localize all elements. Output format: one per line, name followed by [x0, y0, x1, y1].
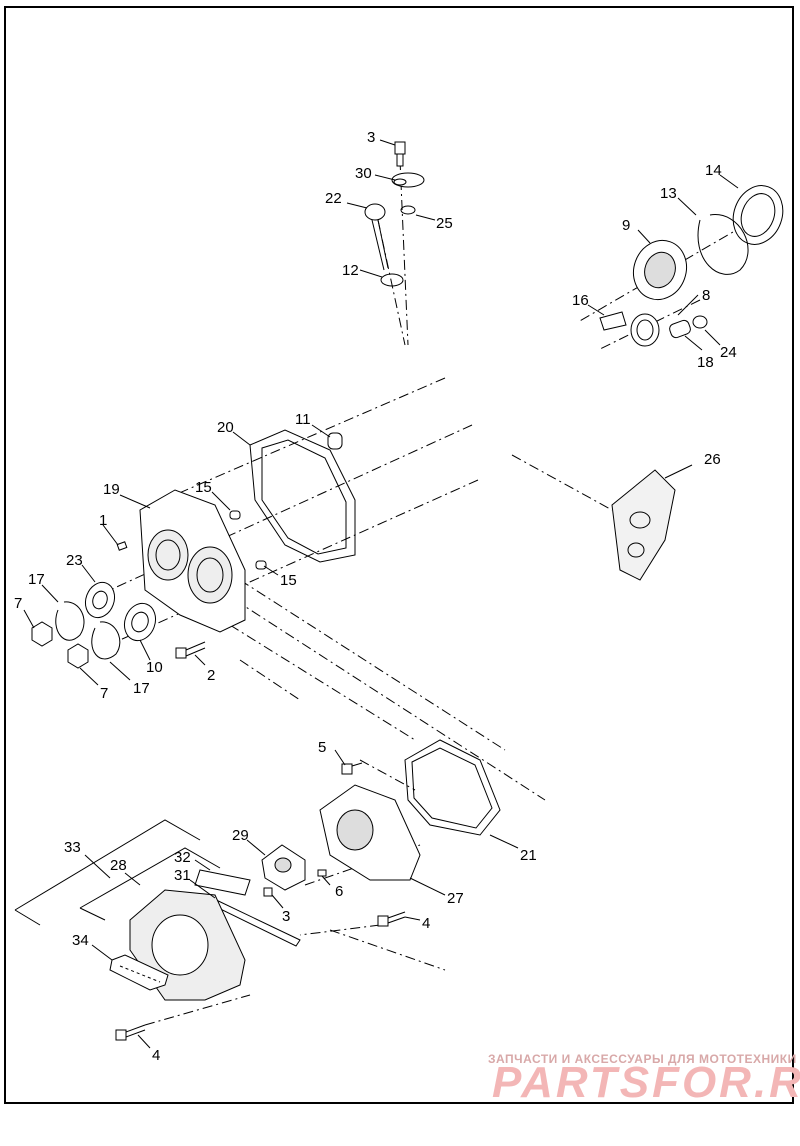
- callout-12: 12: [342, 262, 359, 279]
- part-gasket-26: [611, 469, 676, 581]
- part-bearing-8: [630, 313, 660, 347]
- callout-30: 30: [355, 165, 372, 182]
- callout-7-upper: 7: [14, 595, 22, 612]
- callout-16: 16: [572, 292, 589, 309]
- callout-4-upper: 4: [422, 915, 430, 932]
- callout-29: 29: [232, 827, 249, 844]
- callout-28: 28: [110, 857, 127, 874]
- watermark-brand: PARTSFOR.RU: [492, 1058, 800, 1107]
- part-plug-22: [364, 203, 389, 271]
- part-badge-34: [109, 954, 169, 991]
- part-nut-7-upper: [31, 621, 53, 647]
- callout-27: 27: [447, 890, 464, 907]
- callout-21: 21: [520, 847, 537, 864]
- part-bracket-29: [261, 844, 306, 891]
- callout-17-lower: 17: [133, 680, 150, 697]
- drawing-frame: [4, 6, 794, 1104]
- callout-3-top: 3: [367, 129, 375, 146]
- part-housing-19: [139, 489, 246, 633]
- callout-19: 19: [103, 481, 120, 498]
- part-retaining-ring-13: [697, 214, 749, 275]
- callout-7-lower: 7: [100, 685, 108, 702]
- callout-22: 22: [325, 190, 342, 207]
- part-oring-12: [380, 273, 404, 287]
- part-cap-screw-top: [394, 141, 406, 167]
- callout-31: 31: [174, 867, 191, 884]
- callout-23: 23: [66, 552, 83, 569]
- callout-20: 20: [217, 419, 234, 436]
- part-screw-5: [341, 762, 363, 775]
- part-dowel-11: [327, 432, 343, 450]
- part-plate-32: [194, 869, 251, 896]
- part-bolt-4-upper: [377, 911, 406, 927]
- callout-2: 2: [207, 667, 215, 684]
- callout-8: 8: [702, 287, 710, 304]
- callout-14: 14: [705, 162, 722, 179]
- part-screw-6: [317, 869, 327, 877]
- part-shaft-16: [599, 311, 627, 331]
- part-nut-24: [692, 315, 708, 329]
- part-washer-25: [400, 205, 416, 215]
- watermark-tagline: ЗАПЧАСТИ И АКСЕССУАРЫ ДЛЯ МОТОТЕХНИКИ: [488, 1052, 797, 1066]
- callout-9: 9: [622, 217, 630, 234]
- part-seal-14: [732, 185, 784, 245]
- callout-25: 25: [436, 215, 453, 232]
- part-dowel-1: [116, 541, 128, 551]
- part-bearing-9: [633, 239, 687, 301]
- callout-13: 13: [660, 185, 677, 202]
- part-inner-cover-27: [319, 784, 421, 881]
- bracket-33: [14, 819, 201, 911]
- part-dowel-15-upper: [229, 510, 241, 520]
- callout-15-upper: 15: [195, 479, 212, 496]
- callout-6: 6: [335, 883, 343, 900]
- part-gasket-20: [249, 429, 356, 563]
- callout-34: 34: [72, 932, 89, 949]
- part-nut-7-lower: [67, 643, 89, 669]
- callout-5: 5: [318, 739, 326, 756]
- part-cap-30: [391, 172, 425, 188]
- part-dowel-15-lower: [255, 560, 267, 570]
- callout-24: 24: [720, 344, 737, 361]
- callout-17-upper: 17: [28, 571, 45, 588]
- part-bolt-2: [175, 641, 206, 659]
- part-bushing-18: [669, 319, 691, 339]
- callout-15-lower: 15: [280, 572, 297, 589]
- leader-lines: [23, 139, 739, 1049]
- callout-32: 32: [174, 849, 191, 866]
- callout-labels: 1 2 3 3 4 4 5 6 7 7 8 9 10 11 12 13 14 1…: [14, 129, 737, 1064]
- callout-11: 11: [295, 411, 311, 428]
- callout-4-lower: 4: [152, 1047, 160, 1064]
- callout-26: 26: [704, 451, 721, 468]
- part-gasket-21: [404, 739, 501, 836]
- assembly-centerlines: [109, 159, 746, 1026]
- part-bearing-23: [84, 581, 116, 619]
- part-screw-3-lower: [263, 887, 273, 897]
- part-ring-17-upper: [55, 601, 85, 641]
- callout-33: 33: [64, 839, 81, 856]
- bracket-28: [79, 847, 221, 909]
- callout-18: 18: [697, 354, 714, 371]
- part-ring-17-lower: [91, 621, 121, 660]
- part-bolt-4-lower: [115, 1024, 146, 1041]
- callout-10: 10: [146, 659, 163, 676]
- part-bearing-10: [123, 602, 157, 642]
- callout-1: 1: [99, 512, 107, 529]
- callout-3-lower: 3: [282, 908, 290, 925]
